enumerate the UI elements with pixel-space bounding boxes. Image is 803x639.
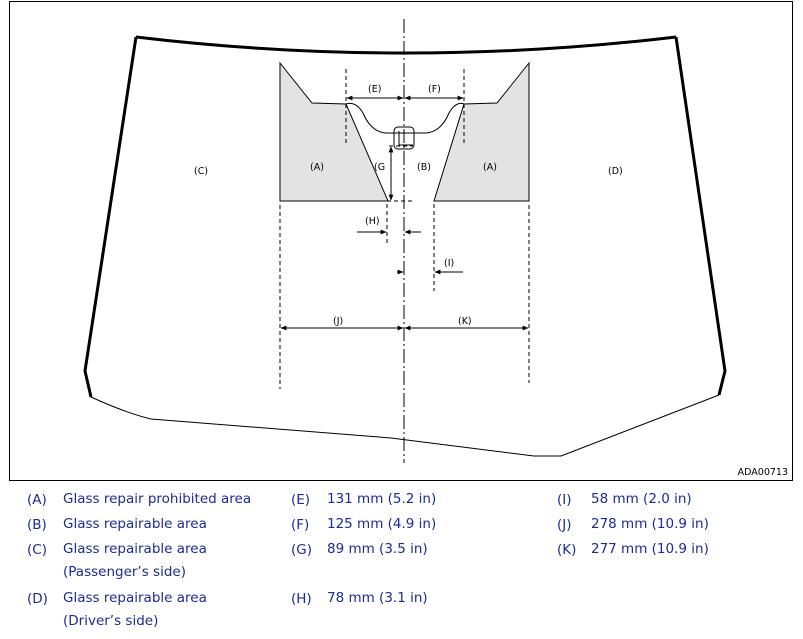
legend-key: (A)	[27, 492, 47, 508]
label-f: (F)	[428, 84, 441, 95]
label-c: (C)	[194, 166, 208, 177]
label-i: (I)	[444, 258, 454, 269]
label-d: (D)	[608, 166, 623, 177]
label-a-left: (A)	[310, 162, 324, 173]
windshield-diagram: (C) (A) (G (B) (A) (D) (E) (F) (H) (I) (…	[9, 1, 793, 481]
legend-text: Glass repairable area	[63, 590, 207, 606]
legend-key: (G)	[291, 542, 312, 558]
label-h: (H)	[365, 216, 380, 227]
label-g: (G	[374, 162, 385, 173]
legend-text: 277 mm (10.9 in)	[591, 541, 709, 557]
legend-key: (D)	[27, 591, 48, 607]
label-k: (K)	[458, 316, 472, 327]
legend-text: Glass repairable area	[63, 541, 207, 557]
figure-id: ADA00713	[737, 467, 788, 478]
legend-key: (E)	[291, 492, 311, 508]
windshield-drawing: (C) (A) (G (B) (A) (D) (E) (F) (H) (I) (…	[83, 19, 727, 463]
legend-key: (K)	[557, 542, 577, 558]
label-e: (E)	[368, 84, 381, 95]
legend-key: (F)	[291, 517, 310, 533]
area-a-right-shape	[433, 61, 530, 202]
legend-text: 58 mm (2.0 in)	[591, 491, 692, 507]
extension-lines	[279, 69, 530, 389]
legend-text-line2: (Driver’s side)	[63, 613, 159, 629]
legend-text: Glass repairable area	[63, 516, 207, 532]
windshield-bottom-edge	[90, 394, 720, 457]
legend-text: 278 mm (10.9 in)	[591, 516, 709, 532]
label-a-right: (A)	[483, 162, 497, 173]
legend-text: 131 mm (5.2 in)	[327, 491, 437, 507]
legend-key: (I)	[557, 492, 572, 508]
windshield-top-edge	[135, 35, 677, 55]
windshield-left-edge	[83, 36, 138, 398]
windshield-right-edge	[674, 36, 727, 396]
legend-text: Glass repair prohibited area	[63, 491, 252, 507]
legend-text: 89 mm (3.5 in)	[327, 541, 428, 557]
dimension-arrows	[280, 95, 529, 331]
mirror-base-outline	[345, 102, 465, 134]
legend-text: 125 mm (4.9 in)	[327, 516, 437, 532]
sensor-outline	[398, 131, 413, 146]
legend: (A) Glass repair prohibited area (B) Gla…	[0, 488, 803, 638]
legend-key: (H)	[291, 591, 312, 607]
area-a-left-shape	[279, 61, 389, 202]
sensor-box	[393, 126, 415, 150]
legend-text-line2: (Passenger’s side)	[63, 564, 186, 580]
label-j: (J)	[333, 316, 343, 327]
label-b: (B)	[417, 162, 431, 173]
legend-key: (B)	[27, 517, 47, 533]
legend-key: (J)	[557, 517, 572, 533]
legend-text: 78 mm (3.1 in)	[327, 590, 428, 606]
legend-key: (C)	[27, 542, 47, 558]
